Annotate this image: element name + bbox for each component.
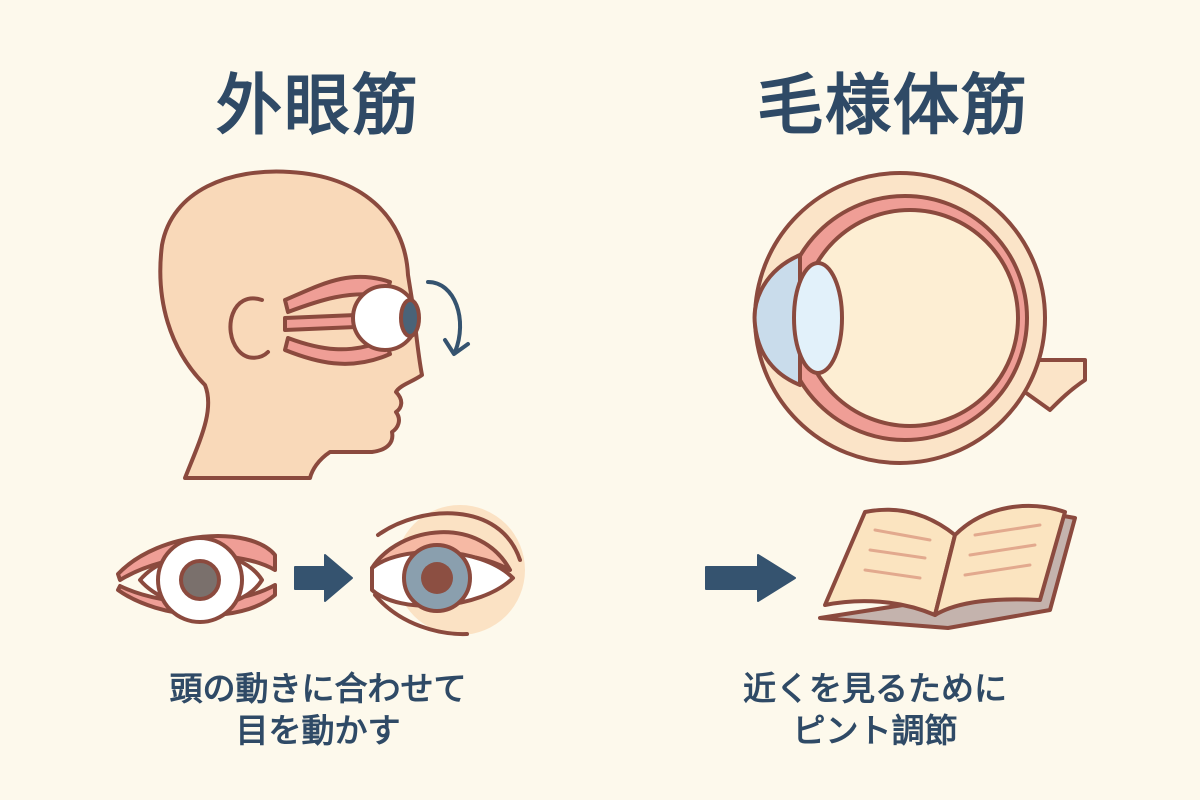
caption-right-line1: 近くを見るために <box>743 669 1007 708</box>
eye-before-icon <box>116 534 277 624</box>
caption-right: 近くを見るために ピント調節 <box>615 668 1135 752</box>
arrow-icon <box>294 554 353 602</box>
caption-left-line1: 頭の動きに合わせて <box>169 669 467 708</box>
title-ciliary-muscle: 毛様体筋 <box>757 67 1029 144</box>
open-book-icon <box>818 503 1077 630</box>
caption-right-line2: ピント調節 <box>792 711 958 750</box>
caption-left-line2: 目を動かす <box>235 711 401 750</box>
eyeball-cross-section-illustration <box>752 171 1087 465</box>
head-profile-illustration <box>158 169 470 480</box>
rotation-arrow-icon <box>426 280 470 356</box>
caption-left: 頭の動きに合わせて 目を動かす <box>58 668 578 752</box>
title-extraocular-muscles: 外眼筋 <box>216 67 420 144</box>
eye-after-icon <box>370 505 525 637</box>
lens-icon <box>792 261 844 375</box>
arrow-icon-right <box>705 554 796 602</box>
